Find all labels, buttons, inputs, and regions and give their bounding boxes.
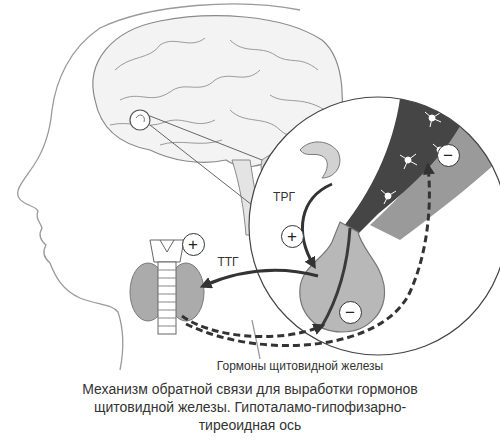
figure-label: Гормоны щитовидной железы — [215, 359, 385, 373]
feedback-arrow — [182, 316, 322, 337]
zoom-line — [150, 125, 252, 205]
hypothalamus-band — [344, 80, 478, 236]
hormone-label: ТРГ — [271, 190, 297, 204]
tsh-arrow — [203, 271, 318, 286]
hormone-label: ТТГ — [215, 255, 240, 269]
feedback-sign: + — [182, 233, 205, 256]
sign-text: + — [287, 228, 297, 245]
figure-caption: Механизм обратной связи для выработки го… — [75, 380, 425, 434]
sign-text: − — [345, 304, 355, 321]
sign-text: − — [443, 147, 453, 164]
feedback-sign: − — [437, 144, 460, 167]
zoom-circle-border — [249, 97, 500, 355]
feedback-sign: + — [281, 225, 304, 248]
trh-arrow — [302, 184, 332, 266]
pituitary — [300, 222, 385, 332]
optic-chiasm — [300, 142, 340, 178]
feedback-sign: − — [339, 301, 362, 324]
zoom-spot — [130, 110, 150, 130]
feedback-arrow — [186, 166, 429, 346]
sign-text: + — [188, 236, 198, 253]
